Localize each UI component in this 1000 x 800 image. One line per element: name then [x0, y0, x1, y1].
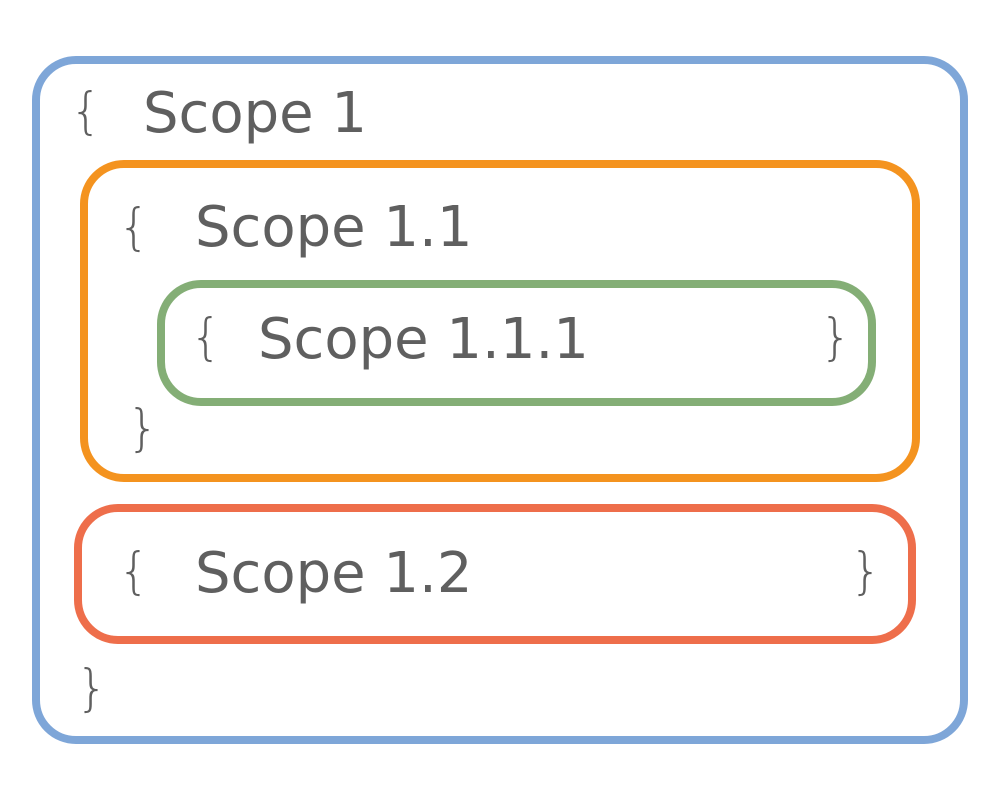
- scope-1-open-brace: {: [70, 82, 102, 140]
- scope-1-1-open-brace: {: [118, 198, 150, 256]
- scope-1-1-1-box: [157, 280, 876, 406]
- scope-1-1-close-brace: }: [127, 399, 159, 457]
- scope-1-2-label: Scope 1.2: [195, 541, 473, 606]
- scope-1-2-open-brace: {: [118, 542, 150, 600]
- scope-1-close-brace: }: [76, 659, 108, 717]
- scope-1-box: [32, 56, 968, 744]
- scope-1-1-label: Scope 1.1: [195, 195, 473, 260]
- scope-1-label: Scope 1: [143, 81, 368, 146]
- scope-1-1-1-label: Scope 1.1.1: [258, 307, 589, 372]
- scope-1-2-close-brace: }: [850, 542, 882, 600]
- scope-1-1-box: [80, 160, 920, 482]
- scope-1-1-1-close-brace: }: [820, 308, 852, 366]
- scope-1-2-box: [74, 504, 916, 644]
- scope-1-1-1-open-brace: {: [190, 308, 222, 366]
